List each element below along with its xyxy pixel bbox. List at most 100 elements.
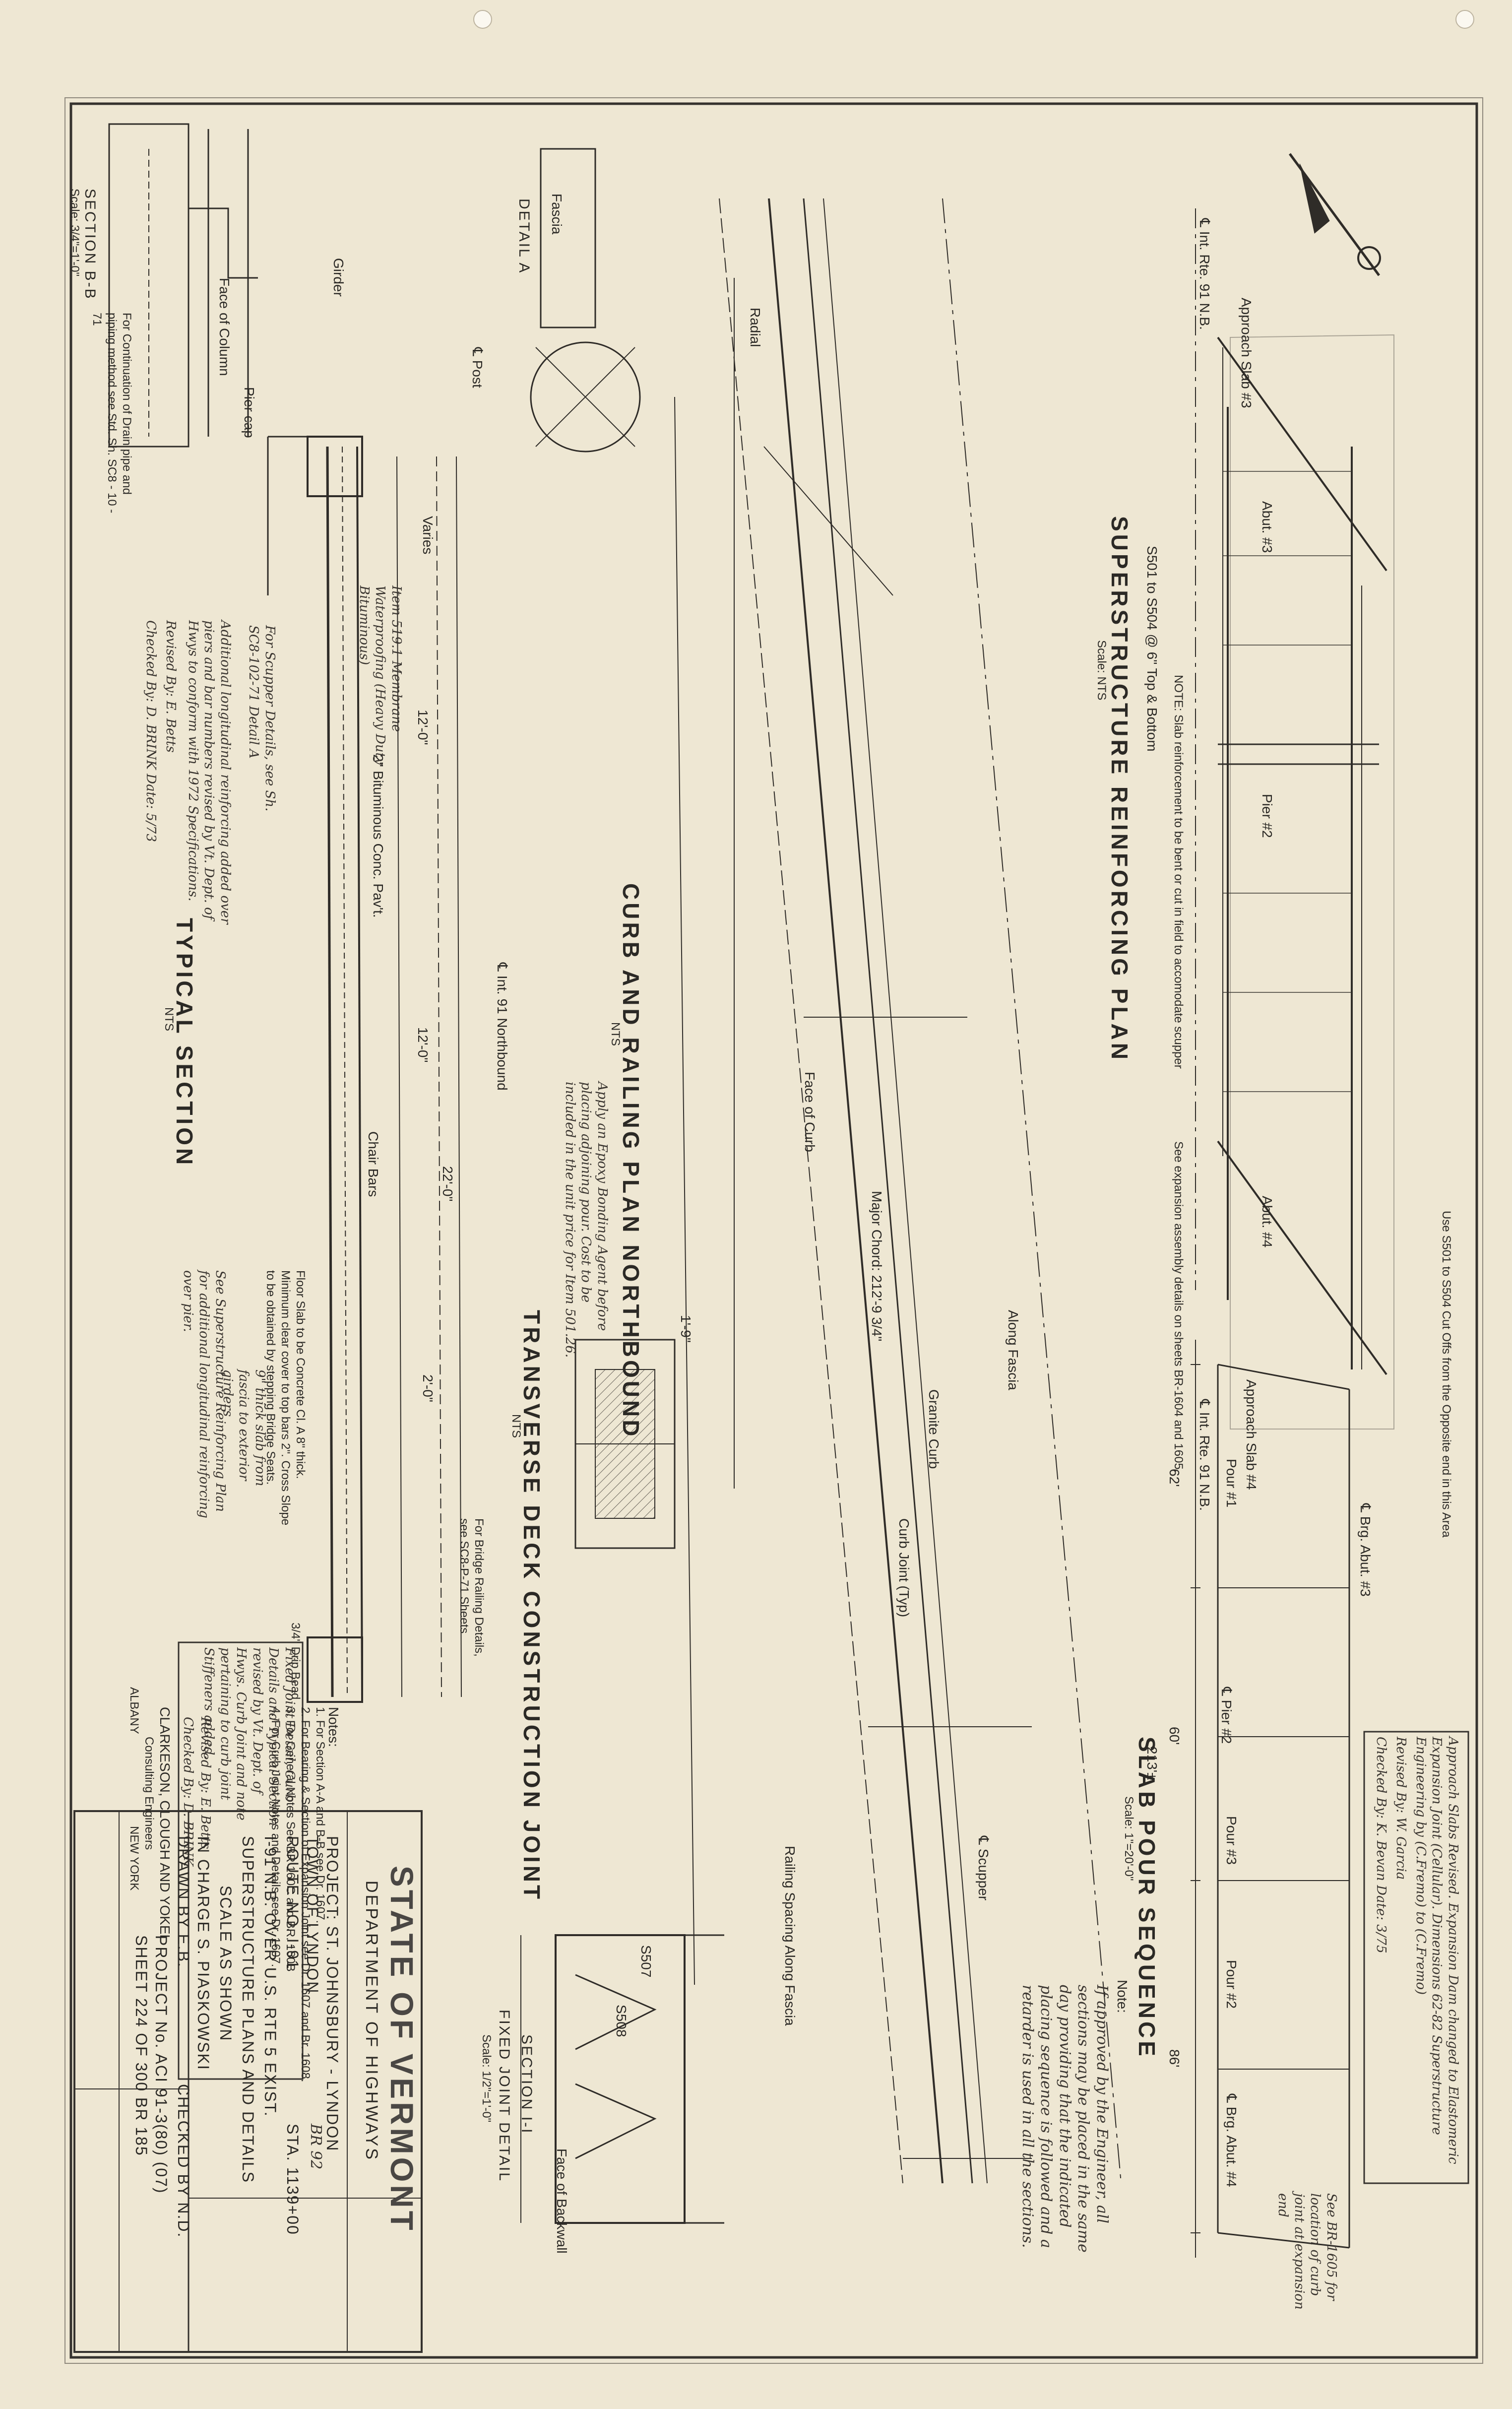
dim-60-label: 60'	[1167, 1727, 1182, 1745]
typical-section-title: TYPICAL SECTION	[172, 918, 197, 1168]
waterproof-note: Item 519.1 Membrane Waterproofing (Heavy…	[357, 586, 404, 765]
title-project: PROJECT: ST. JOHNSBURY - LYNDON	[323, 1836, 341, 2152]
pier-2-plan-label: Pier #2	[1260, 794, 1275, 838]
longitudinal-checked-by: Checked By: D. BRINK Date: 5/73	[143, 620, 158, 842]
dim-62-label: 62'	[1167, 1469, 1182, 1487]
approach-revised-by: Revised By: W. Garcia	[1393, 1737, 1408, 1880]
abut-4-label: Abut. #4	[1260, 1196, 1275, 1248]
construction-joint-linework	[574, 1339, 676, 1549]
bit-conc-label: 2" Bituminous Conc. Pav't.	[371, 754, 386, 918]
title-description: I-91 N.B. OVER U.S. RTE 5 EXIST.	[261, 1836, 279, 2117]
scupper-label: ℄ Scupper	[976, 1836, 991, 1901]
consultant-city-left: ALBANY	[127, 1687, 141, 1734]
title-station: STA. 1139+00	[284, 2124, 302, 2235]
punch-hole-right	[1455, 10, 1474, 29]
chair-bars-label: Chair Bars	[366, 1131, 381, 1197]
radial-label: Radial	[748, 308, 763, 347]
construction-joint-title: TRANSVERSE DECK CONSTRUCTION JOINT	[519, 1310, 545, 1902]
section-11-title: SECTION I-I	[518, 2034, 535, 2135]
s501-label: S501 to S504 @ 6" Top & Bottom	[1144, 546, 1160, 752]
outer-border	[64, 97, 1483, 2364]
cut-offs-note: Use S501 to S504 Cut Offs from the Oppos…	[1440, 1211, 1453, 1538]
consultant-role: Consulting Engineers	[142, 1737, 156, 1850]
thick-slab-note: 9" thick slab from fascia to exterior gi…	[220, 1369, 267, 1487]
section-bb-scale: Scale: 3/4"=1'-0"	[68, 189, 81, 277]
along-fascia-label: Along Fascia	[1006, 1310, 1021, 1390]
int-rte-label-bottom: ℄ Int. Rte. 91 N.B.	[1197, 1399, 1212, 1511]
approach-revision-note: Approach Slabs Revised. Expansion Dam ch…	[1413, 1737, 1460, 2164]
bridge-railing-note: For Bridge Railing Details, see SC8-P-71…	[457, 1518, 486, 1657]
section-11-subtitle: FIXED JOINT DETAIL	[496, 2010, 512, 2182]
varies-label: Varies	[420, 516, 436, 555]
pier-cap-label: Pier cap	[242, 387, 257, 438]
abut-3-label: Abut. #3	[1260, 501, 1275, 553]
pour-2-label: Pour #2	[1224, 1960, 1239, 2009]
joint-dim-label: 1'-9"	[678, 1315, 693, 1343]
title-sheet-no: SHEET 224 OF 300 BR 185	[132, 1935, 150, 2156]
face-of-column-label: Face of Column	[217, 278, 232, 376]
approach-checked-by: Checked By: K. Bevan Date: 3/75	[1374, 1737, 1388, 1953]
revision-boxes	[178, 1641, 1469, 2184]
dim-12-label-1: 12'-0"	[415, 710, 431, 745]
railing-spacing-label: Railing Spacing Along Fascia	[782, 1846, 798, 2026]
sheet-border	[69, 102, 1478, 2359]
consultant-city-right: NEW YORK	[127, 1826, 141, 1891]
dim-2-label: 2'-0"	[420, 1374, 436, 1402]
title-bridge-no: BR 92	[307, 2124, 324, 2170]
pour-sequence-linework	[1191, 1340, 1350, 2258]
pour-3-label: Pour #3	[1224, 1816, 1239, 1865]
title-checked: CHECKED BY N.D.	[175, 2084, 192, 2238]
approach-slab-4-label: Approach Slab #4	[1244, 1379, 1259, 1490]
fixed-joint-linework	[520, 1934, 724, 2224]
construction-joint-scale: NTS	[509, 1414, 523, 1438]
curb-plan-scale: NTS	[609, 1022, 622, 1046]
pour-sequence-title: SLAB POUR SEQUENCE	[1134, 1737, 1160, 2059]
detail-a-title: DETAIL A	[516, 198, 532, 274]
pour-1-label: Pour #1	[1224, 1459, 1239, 1508]
granite-curb-label: Granite Curb	[926, 1389, 942, 1469]
face-backwall-label: Face of Backwall	[554, 2149, 569, 2254]
title-state: STATE OF VERMONT	[384, 1866, 420, 2233]
fixed-joint-revised-by: Revised By: E. Betts	[198, 1717, 213, 1849]
major-chord-label: Major Chord: 212'-9 3/4"	[869, 1191, 884, 1342]
typical-section-scale: NTS	[162, 1007, 176, 1031]
pier-2-pour-label: ℄ Pier #2	[1219, 1687, 1234, 1744]
plan-note: NOTE: Slab reinforcement to be bent or c…	[1172, 675, 1185, 1069]
section-bb-title: SECTION B-B	[82, 189, 98, 300]
section-11-scale: Scale: 1/2"=1'-0"	[480, 2034, 493, 2123]
girder-label: Girder	[331, 258, 346, 297]
expansion-assembly-note: See expansion assembly details on sheets…	[1172, 1141, 1185, 1473]
drain-continuation-note: For Continuation of Drain pipe and pipin…	[90, 313, 133, 514]
s507-label: S507	[638, 1945, 654, 1978]
brg-abut-3-label: ℄ Brg. Abut. #3	[1358, 1503, 1373, 1597]
epoxy-note: Apply an Epoxy Bonding Agent before plac…	[563, 1082, 610, 1358]
consultant-name: CLARKESON, CLOUGH AND YOKEL	[157, 1707, 173, 1943]
curb-railing-plan-linework	[674, 198, 1122, 2184]
pour-note-heading: Note:	[1115, 1980, 1130, 2013]
fixed-joint-revision-note: Fixed Joint Detail, Curb Details and Typ…	[201, 1647, 298, 1826]
title-route: ROUTE NO. I-91	[284, 1836, 302, 1970]
pour-sequence-scale: Scale: 1"=20'-0"	[1122, 1796, 1135, 1881]
face-of-curb-label: Face of Curb	[802, 1072, 818, 1152]
title-town: TOWN OF LYNDON	[304, 1836, 321, 1994]
pour-note-text: If approved by the Engineer, all section…	[1019, 1985, 1111, 2253]
title-in-charge: IN CHARGE S. PIASKOWSKI	[194, 1836, 212, 2071]
s508-label: S508	[614, 2005, 629, 2037]
superstructure-plan-linework	[1195, 208, 1394, 1430]
dim-22-label: 22'-0"	[440, 1166, 455, 1202]
longitudinal-revision-note: Additional longitudinal reinforcing adde…	[186, 620, 233, 924]
title-project-no: PROJECT No. ACI 91-3(80) (07)	[152, 1935, 170, 2194]
title-block-linework	[73, 1810, 423, 2353]
dim-12-label-2: 12'-0"	[415, 1027, 431, 1063]
int-rte-label-top: ℄ Int. Rte. 91 N.B.	[1197, 218, 1212, 330]
int-91-northbound-label: ℄ Int. 91 Northbound	[495, 963, 510, 1091]
title-sheet-title: SUPERSTRUCTURE PLANS AND DETAILS	[239, 1836, 257, 2183]
superstructure-plan-title: SUPERSTRUCTURE REINFORCING PLAN	[1107, 516, 1133, 1062]
brg-abut-4-label: ℄ Brg. Abut. #4	[1224, 2094, 1239, 2187]
typical-section-linework	[267, 436, 462, 1703]
title-department: DEPARTMENT OF HIGHWAYS	[362, 1881, 381, 2161]
dim-86-label: 86'	[1167, 2049, 1182, 2068]
general-notes-heading: Notes:	[326, 1707, 341, 1747]
approach-slab-3-label: Approach Slab #3	[1239, 298, 1254, 408]
